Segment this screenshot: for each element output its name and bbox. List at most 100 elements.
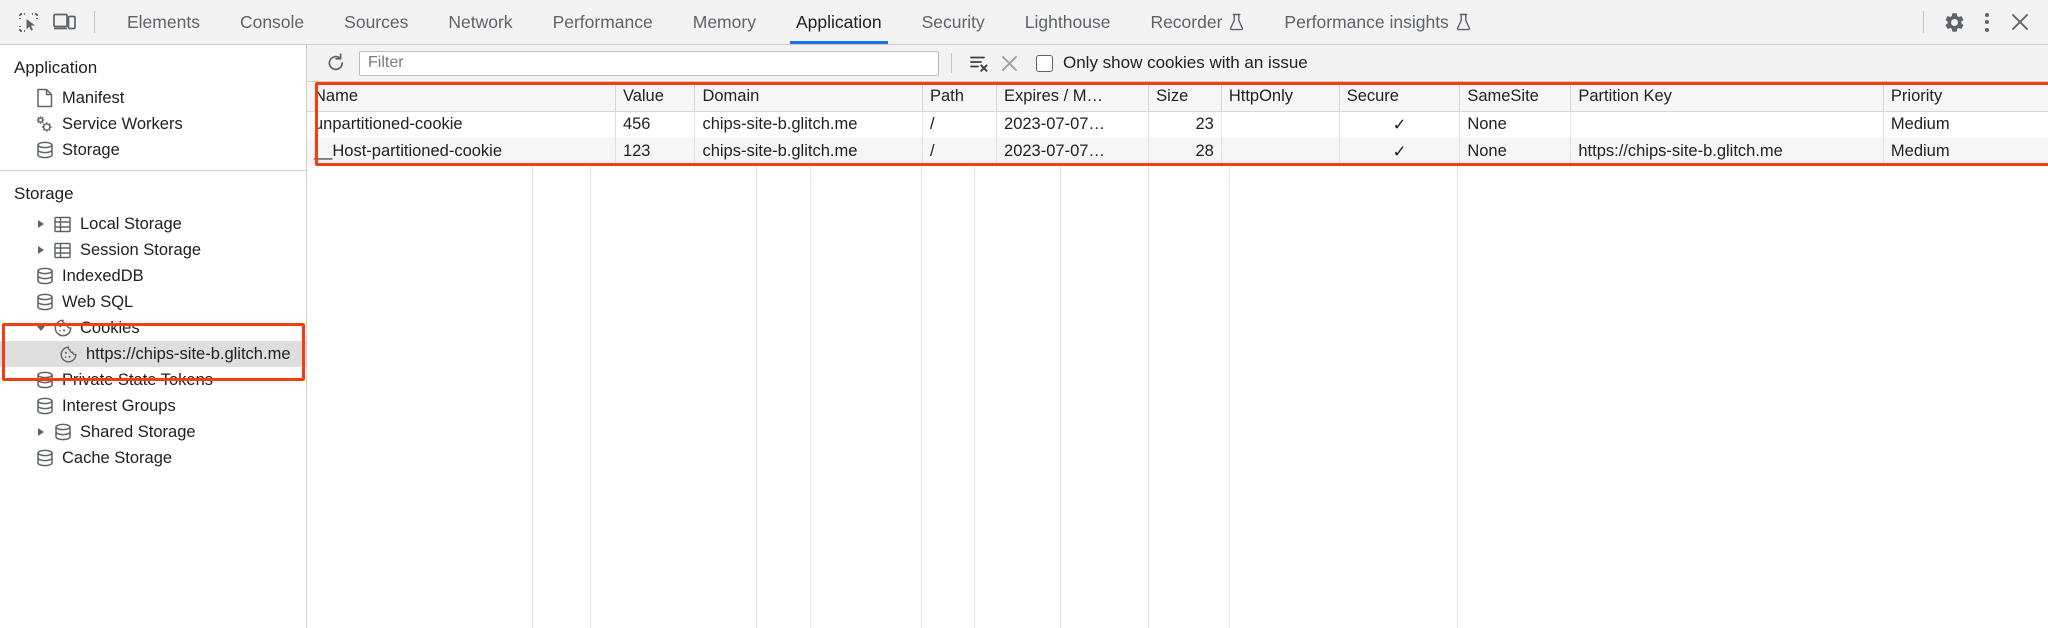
close-icon-svg [2012, 14, 2028, 30]
close-icon[interactable] [2002, 5, 2038, 39]
tab-console[interactable]: Console [220, 0, 324, 44]
devtools-tab-strip: Elements Console Sources Network Perform… [107, 0, 1491, 44]
column-header-domain[interactable]: Domain [694, 82, 923, 112]
tab-memory[interactable]: Memory [673, 0, 776, 44]
sidebar-item-label: https://chips-site-b.glitch.me [86, 344, 291, 363]
database-icon [32, 448, 57, 468]
sidebar-item-interest-groups[interactable]: Interest Groups [0, 393, 306, 419]
only-issues-checkbox[interactable] [1036, 54, 1053, 72]
tab-label: Performance [552, 11, 653, 32]
filter-input[interactable] [359, 50, 939, 76]
sidebar-item-label: Interest Groups [62, 396, 176, 415]
sidebar-item-session-storage[interactable]: Session Storage [0, 237, 306, 263]
column-header-samesite[interactable]: SameSite [1459, 82, 1572, 112]
only-issues-checkbox-row[interactable]: Only show cookies with an issue [1036, 53, 1308, 73]
inspect-element-icon-svg [18, 12, 38, 32]
tab-label: Performance insights [1284, 11, 1449, 32]
cell-size: 28 [1148, 138, 1222, 165]
sidebar-item-local-storage[interactable]: Local Storage [0, 211, 306, 237]
column-header-size[interactable]: Size [1148, 82, 1222, 112]
sidebar-item-label: Manifest [62, 88, 125, 107]
experiment-flask-icon [1229, 13, 1244, 31]
database-icon [32, 396, 57, 416]
tab-sources[interactable]: Sources [324, 0, 428, 44]
column-header-value[interactable]: Value [615, 82, 696, 112]
toolbar-right-actions [1911, 5, 2044, 39]
chevron-down-icon[interactable] [32, 325, 50, 331]
tab-application[interactable]: Application [776, 0, 902, 44]
cell-size: 23 [1148, 111, 1222, 138]
table-row[interactable]: unpartitioned-cookie 456 chips-site-b.gl… [307, 111, 2048, 138]
cell-partition-key [1570, 111, 1884, 138]
database-icon-svg [36, 449, 53, 467]
column-header-expires[interactable]: Expires / M… [996, 82, 1150, 112]
database-icon [32, 292, 57, 312]
database-icon-svg [36, 397, 53, 415]
table-row[interactable]: __Host-partitioned-cookie 123 chips-site… [307, 138, 2048, 165]
cell-secure: ✓ [1339, 111, 1461, 138]
chevron-right-icon[interactable] [32, 220, 50, 228]
refresh-icon[interactable] [321, 49, 351, 77]
sidebar-item-service-workers[interactable]: Service Workers [0, 111, 306, 137]
sidebar-item-shared-storage[interactable]: Shared Storage [0, 419, 306, 445]
cell-partition-key: https://chips-site-b.glitch.me [1570, 138, 1884, 165]
cell-name: __Host-partitioned-cookie [307, 138, 616, 165]
sidebar-item-indexeddb[interactable]: IndexedDB [0, 263, 306, 289]
sidebar-item-label: Private State Tokens [62, 370, 214, 389]
tab-performance[interactable]: Performance [533, 0, 673, 44]
table-icon-svg [54, 242, 71, 258]
chevron-right-icon[interactable] [32, 246, 50, 254]
experiment-flask-icon [1456, 13, 1471, 31]
document-icon-svg [36, 88, 52, 108]
database-icon [50, 422, 75, 442]
tab-performance-insights[interactable]: Performance insights [1264, 0, 1490, 44]
sidebar-item-label: Cache Storage [62, 448, 173, 467]
column-header-httponly[interactable]: HttpOnly [1221, 82, 1340, 112]
sidebar-item-label: Service Workers [62, 114, 183, 133]
gear-icon[interactable] [1936, 5, 1972, 39]
database-icon-svg [54, 423, 71, 441]
tab-lighthouse[interactable]: Lighthouse [1005, 0, 1131, 44]
device-toolbar-icon[interactable] [46, 5, 82, 39]
tab-elements[interactable]: Elements [107, 0, 220, 44]
clear-all-cookies-icon[interactable] [994, 49, 1024, 77]
cell-value: 456 [615, 111, 696, 138]
cookie-icon [56, 345, 81, 364]
sidebar-item-cache-storage[interactable]: Cache Storage [0, 445, 306, 471]
sidebar-item-cookie-origin[interactable]: https://chips-site-b.glitch.me [0, 341, 306, 367]
clear-filtered-cookies-icon[interactable] [964, 49, 994, 77]
sidebar-item-web-sql[interactable]: Web SQL [0, 289, 306, 315]
column-header-secure[interactable]: Secure [1339, 82, 1461, 112]
chevron-right-icon[interactable] [32, 428, 50, 436]
cell-domain: chips-site-b.glitch.me [694, 111, 923, 138]
sidebar-item-label: Session Storage [80, 240, 202, 259]
table-icon [50, 241, 75, 260]
sidebar-item-cookies[interactable]: Cookies [0, 315, 306, 341]
sidebar-item-private-state-tokens[interactable]: Private State Tokens [0, 367, 306, 393]
tab-label: Network [448, 11, 513, 32]
tab-recorder[interactable]: Recorder [1130, 0, 1264, 44]
sidebar-item-manifest[interactable]: Manifest [0, 85, 306, 111]
cell-name: unpartitioned-cookie [307, 111, 616, 138]
column-header-name[interactable]: Name [307, 82, 616, 112]
toolbar-divider [1923, 11, 1924, 33]
cell-expires: 2023-07-07… [996, 111, 1150, 138]
cell-samesite: None [1459, 111, 1572, 138]
column-header-priority[interactable]: Priority [1883, 82, 2048, 112]
filter-toolbar-divider [951, 53, 952, 73]
column-header-partition-key[interactable]: Partition Key [1570, 82, 1884, 112]
gears-icon-svg [36, 115, 52, 132]
column-header-path[interactable]: Path [922, 82, 998, 112]
database-icon [32, 370, 57, 390]
inspect-element-icon[interactable] [10, 5, 46, 39]
tab-security[interactable]: Security [902, 0, 1005, 44]
cell-path: / [922, 111, 998, 138]
sidebar-section-application-title: Application [14, 58, 98, 77]
sidebar-item-storage[interactable]: Storage [0, 137, 306, 163]
kebab-menu-icon[interactable] [1972, 5, 2002, 39]
cell-httponly [1221, 138, 1340, 165]
application-sidebar: Application Manifest [0, 45, 307, 628]
cookie-icon-svg [54, 319, 71, 337]
tab-network[interactable]: Network [428, 0, 532, 44]
